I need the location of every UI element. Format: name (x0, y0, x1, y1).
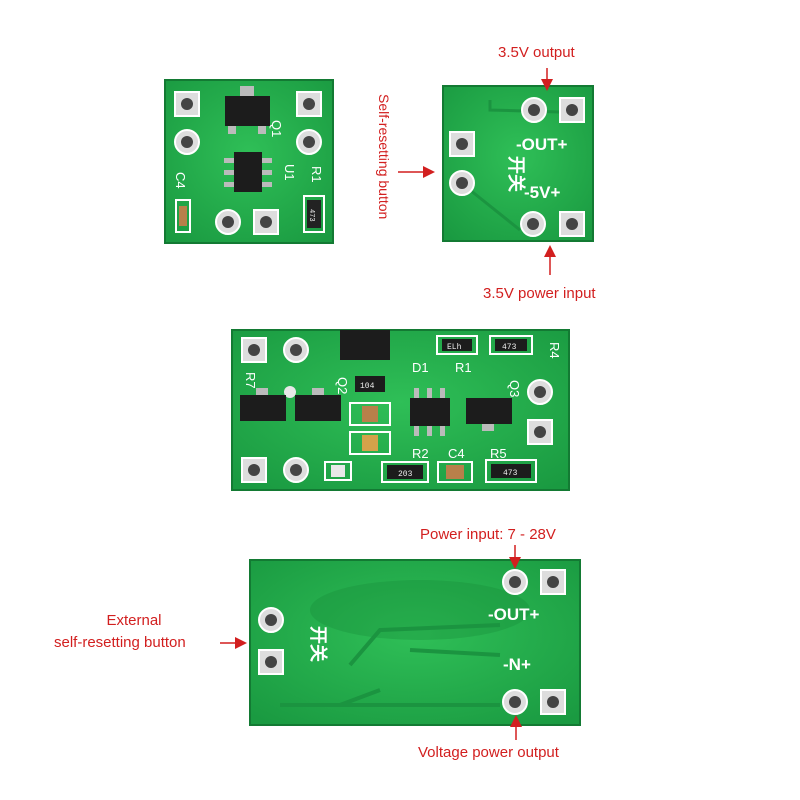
silk-out: -OUT+ (516, 135, 568, 154)
label-3v5-power-input: 3.5V power input (483, 285, 596, 302)
led (331, 465, 345, 477)
r1-outline (303, 195, 325, 233)
silk-q2: Q2 (335, 377, 350, 394)
board-top-right: -OUT+ -5V+ 开关 (442, 85, 594, 242)
annotation-arrows-bottom (220, 545, 522, 740)
capacitor-mid-2 (362, 435, 378, 451)
transistor-q2 (240, 388, 286, 421)
board-top-left: 473 Q1 U1 R1 C4 (164, 79, 334, 244)
label-voltage-power-output: Voltage power output (418, 744, 559, 761)
silk-in-bottom: -N+ (503, 655, 531, 674)
diode-top (340, 330, 390, 360)
capacitor-c4-mid (446, 465, 464, 479)
transistor-q1 (225, 86, 270, 134)
silk-switch-glyphs: 开关 (505, 156, 527, 192)
transistor-q3 (466, 398, 512, 431)
board-bottom: -OUT+ -N+ 开关 (249, 559, 581, 726)
label-external-self-resetting-button: self-resetting button (54, 634, 186, 651)
silk-c4: C4 (173, 172, 188, 189)
pad-holes (258, 569, 566, 715)
silk-r4: R4 (547, 342, 562, 359)
transistor-left2 (295, 388, 341, 421)
label-self-resetting-button: Self-resetting button (376, 94, 392, 220)
r1-value: 473 (307, 209, 315, 222)
label-external: External (106, 612, 162, 629)
silk-q3: Q3 (507, 380, 522, 397)
board-middle: ELh 473 104 (231, 329, 570, 491)
silk-r5: R5 (490, 446, 507, 461)
label-3v5-output: 3.5V output (498, 44, 575, 61)
chip-u1 (224, 152, 272, 192)
silk-out-bottom: -OUT+ (488, 605, 540, 624)
silk-d1: D1 (412, 360, 429, 375)
pad-holes (241, 337, 553, 483)
silk-r1-mid: R1 (455, 360, 472, 375)
val-473b: 473 (503, 469, 518, 478)
silk-r7: R7 (243, 372, 258, 389)
silk-r2: R2 (412, 446, 429, 461)
silk-5v: -5V+ (524, 183, 560, 202)
chip-small (355, 376, 385, 392)
val-el: ELh (447, 343, 462, 352)
capacitor-mid-1 (362, 406, 378, 422)
val-203: 203 (398, 470, 413, 479)
val-473a: 473 (502, 343, 517, 352)
silk-c4-mid: C4 (448, 446, 465, 461)
pad-holes (174, 91, 322, 235)
c4-outline (175, 199, 191, 233)
capacitor-c4 (179, 206, 187, 226)
val-104: 104 (360, 382, 375, 391)
resistor-r1 (307, 200, 321, 228)
silk-switch-glyphs-bottom: 开关 (307, 626, 329, 662)
silk-q1: Q1 (269, 120, 284, 137)
label-power-input-7-28v: Power input: 7 - 28V (420, 526, 556, 543)
pad-holes (449, 97, 585, 237)
annotation-arrows-top (398, 68, 556, 275)
via-marker (284, 386, 296, 398)
silk-u1: U1 (282, 164, 297, 181)
silk-r1: R1 (309, 166, 324, 183)
chip-d1 (410, 388, 450, 436)
